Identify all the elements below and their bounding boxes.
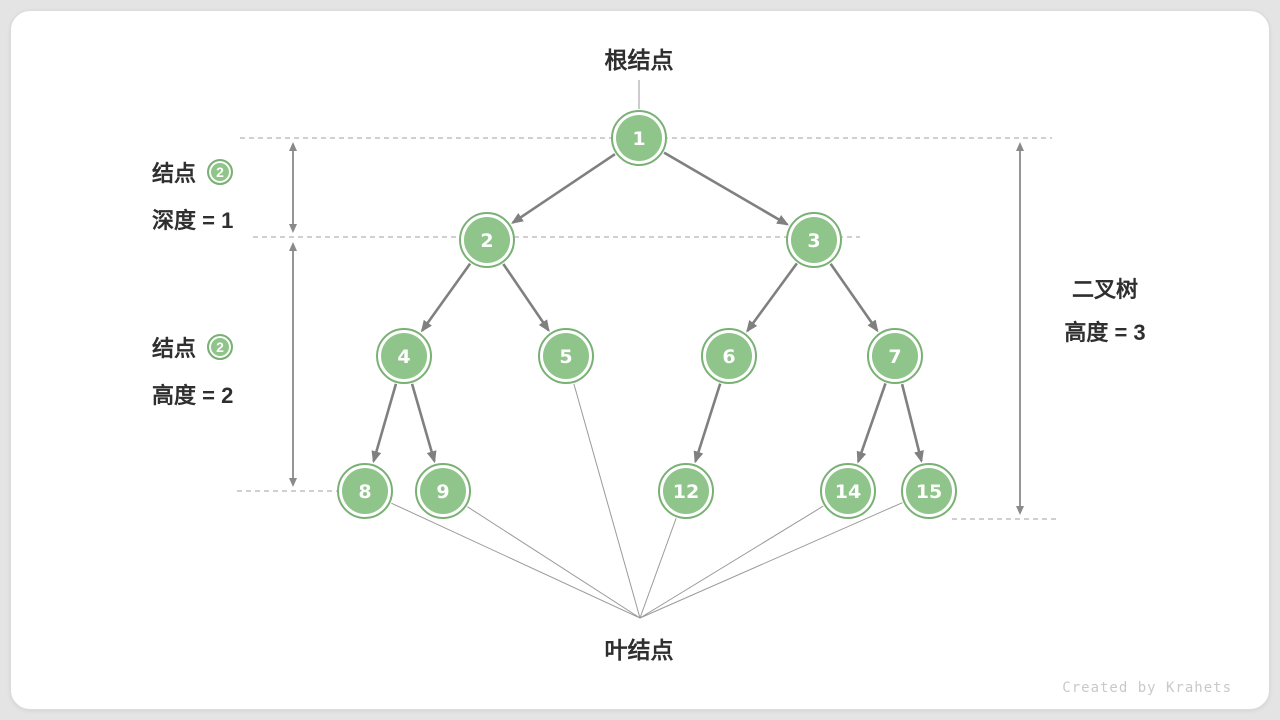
leaf-connector-line [573, 383, 641, 619]
tree-node: 6 [701, 328, 757, 384]
tree-edges [371, 151, 924, 464]
tree-caption-line1: 二叉树 [1071, 277, 1138, 302]
tree-node: 1 [611, 110, 667, 166]
tree-edge [420, 262, 472, 333]
tree-node-value: 6 [722, 346, 735, 368]
node-height-caption: 结点 2 高度 = 2 [152, 330, 233, 411]
tree-node: 2 [459, 212, 515, 268]
node-height-measure-arrow [289, 242, 297, 487]
tree-node-value: 14 [835, 481, 861, 503]
tree-node-value: 8 [358, 481, 371, 503]
leaf-connector-line [639, 505, 824, 619]
tree-node-value: 9 [436, 481, 449, 503]
tree-node-value: 12 [673, 481, 699, 503]
tree-edge [371, 383, 398, 464]
tree-edge [502, 263, 550, 333]
node-depth-caption-prefix: 结点 [152, 161, 197, 186]
node-2-badge: 2 [207, 334, 234, 360]
node-depth-measure-arrow [289, 142, 297, 233]
tree-height-caption: 二叉树 高度 = 3 [1040, 272, 1170, 345]
watermark: Created by Krahets [1062, 680, 1232, 696]
tree-caption-line2: 高度 = 3 [1064, 320, 1146, 345]
tree-node-value: 15 [916, 481, 942, 503]
tree-node: 7 [867, 328, 923, 384]
tree-node-value: 5 [559, 346, 572, 368]
tree-edge [693, 383, 722, 464]
leaf-connector-line [391, 502, 641, 619]
tree-edge [900, 383, 924, 463]
tree-node: 15 [901, 463, 957, 519]
tree-node-value: 3 [807, 230, 820, 252]
tree-height-measure-arrow [1016, 142, 1024, 515]
level-guide-lines [237, 137, 1056, 520]
leaf-label: 叶结点 [604, 637, 674, 663]
leaf-connector-line [639, 518, 677, 619]
tree-node: 5 [538, 328, 594, 384]
tree-node-value: 7 [888, 346, 901, 368]
node-height-caption-prefix: 结点 [152, 336, 197, 361]
tree-edge [856, 382, 887, 464]
tree-node-value: 2 [480, 230, 493, 252]
tree-node-value: 4 [397, 346, 410, 368]
tree-node: 12 [658, 463, 714, 519]
tree-node: 4 [376, 328, 432, 384]
tree-node: 3 [786, 212, 842, 268]
node-depth-caption: 结点 2 深度 = 1 [152, 155, 233, 236]
tree-node: 8 [337, 463, 393, 519]
tree-node: 9 [415, 463, 471, 519]
node-depth-value: 深度 = 1 [152, 208, 234, 233]
node-2-badge: 2 [207, 159, 234, 185]
tree-edge [410, 383, 437, 464]
tree-node-value: 1 [632, 128, 645, 150]
leaf-connector-line [639, 502, 903, 619]
leaf-connector-lines [391, 383, 903, 619]
leaf-connector-line [467, 506, 641, 619]
node-height-value: 高度 = 2 [152, 383, 234, 408]
tree-edge [746, 262, 798, 333]
root-label: 根结点 [604, 47, 674, 73]
tree-node: 14 [820, 463, 876, 519]
tree-edge [511, 153, 616, 224]
tree-edge [663, 151, 789, 226]
tree-edge [829, 263, 879, 333]
